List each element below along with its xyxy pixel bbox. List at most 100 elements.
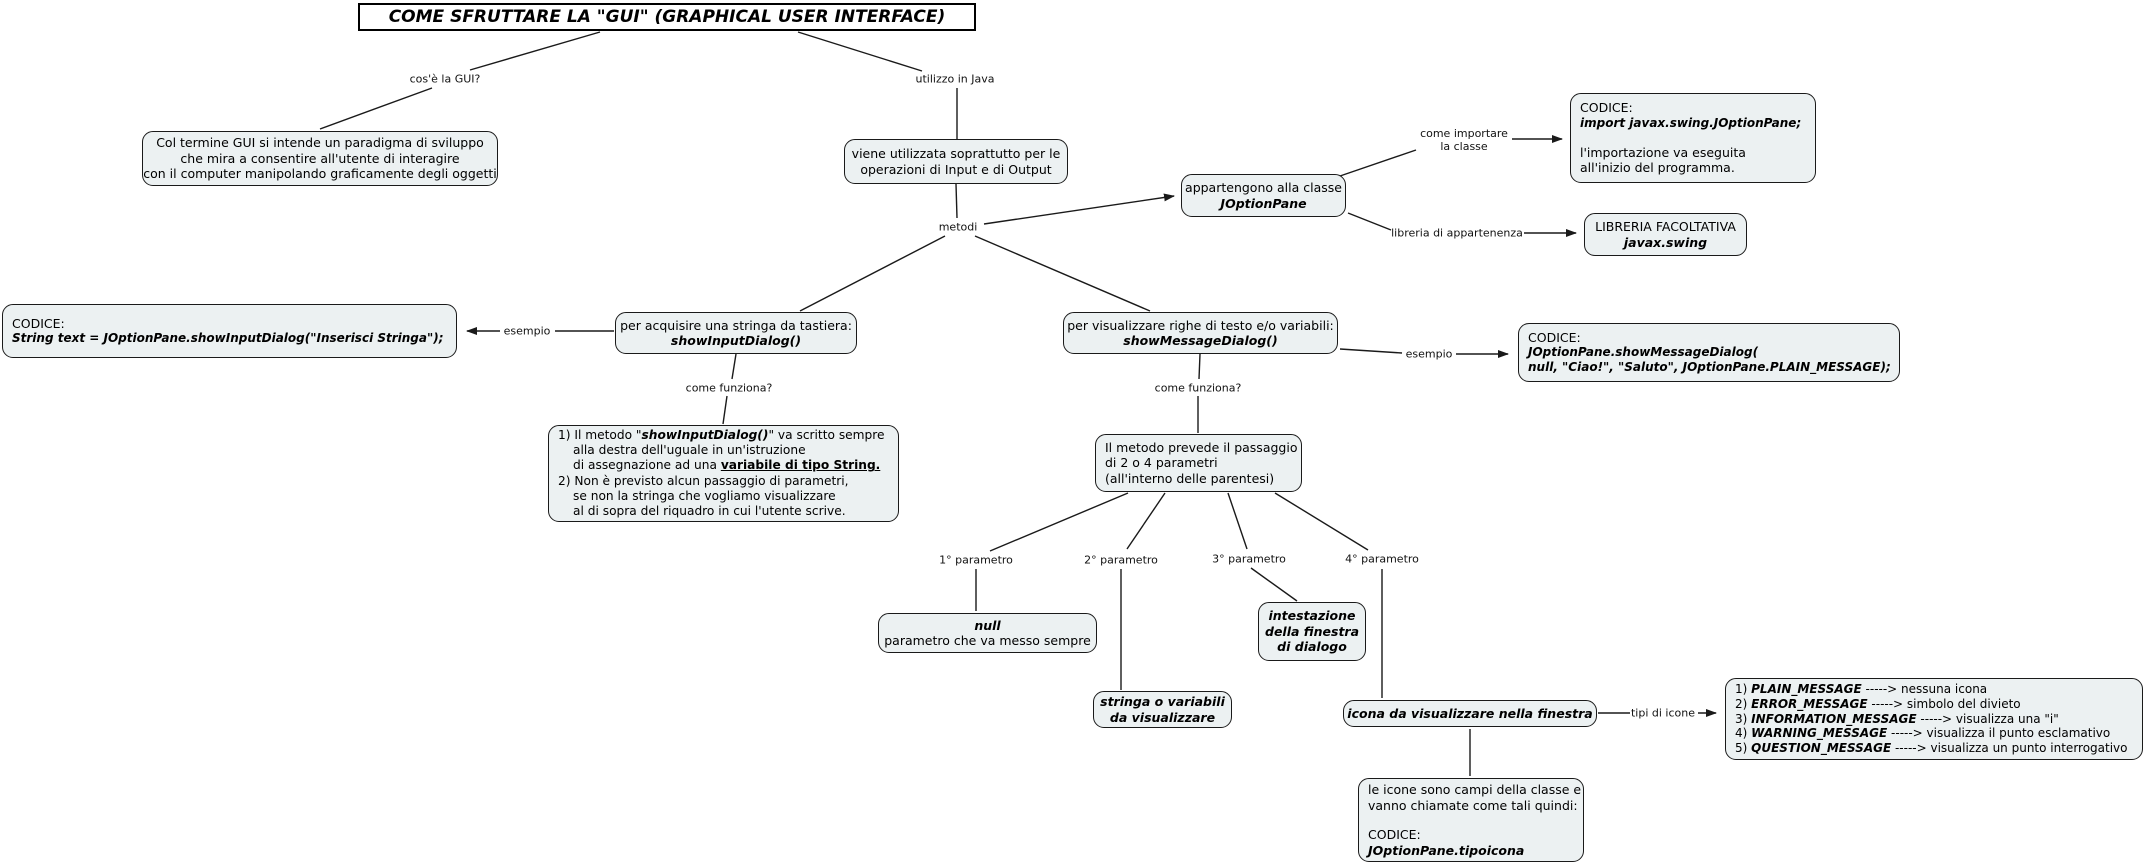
node-code-text: di dialogo <box>1277 639 1347 655</box>
link-label-tipi-di-icone[interactable]: tipi di icone <box>1630 706 1696 720</box>
node-param-string[interactable]: stringa o variabili da visualizzare <box>1093 691 1232 728</box>
node-text: Col termine GUI si intende un paradigma … <box>156 135 484 151</box>
note-line: di assegnazione ad una variabile di tipo… <box>558 458 880 473</box>
node-show-input-dialog[interactable]: per acquisire una stringa da tastiera: s… <box>615 312 857 354</box>
node-text: parametro che va messo sempre <box>884 633 1091 648</box>
node-gui-definition[interactable]: Col termine GUI si intende un paradigma … <box>142 131 498 186</box>
connector-line <box>955 183 958 219</box>
link-label-line: la classe <box>1440 140 1488 153</box>
node-text: Il metodo prevede il passaggio <box>1105 439 1298 455</box>
node-text: all'inizio del programma. <box>1580 160 1735 176</box>
connector-line <box>1250 567 1298 602</box>
link-label-line: come importare <box>1420 126 1508 140</box>
link-label-esempio-message[interactable]: esempio <box>1405 347 1453 361</box>
node-param-null[interactable]: null parametro che va messo sempre <box>878 613 1097 653</box>
connector-line <box>731 353 737 380</box>
node-text: LIBRERIA FACOLTATIVA <box>1595 219 1736 234</box>
link-label-utilizzo-in-java[interactable]: utilizzo in Java <box>915 72 995 86</box>
item-description: -----> simbolo del divieto <box>1867 696 2021 711</box>
code-line: import javax.swing.JOptionPane; <box>1580 115 1802 130</box>
node-icon-fields[interactable]: le icone sono campi della classe e vanno… <box>1358 778 1584 862</box>
icon-type-item: 3) INFORMATION_MESSAGE -----> visualizza… <box>1735 712 2059 727</box>
link-label-metodi[interactable]: metodi <box>938 220 978 234</box>
note-code: showInputDialog() <box>641 428 769 443</box>
node-show-message-dialog[interactable]: per visualizzare righe di testo e/o vari… <box>1063 312 1338 354</box>
node-code-text: stringa o variabili <box>1100 694 1225 709</box>
node-code-import[interactable]: CODICE: import javax.swing.JOptionPane; … <box>1570 93 1816 183</box>
node-code-text: intestazione <box>1268 608 1356 624</box>
icon-type-item: 2) ERROR_MESSAGE -----> simbolo del divi… <box>1735 697 2021 712</box>
connector-line <box>1274 492 1369 551</box>
node-text: che mira a consentire all'utente di inte… <box>180 150 460 166</box>
node-code-text: showMessageDialog() <box>1123 333 1278 348</box>
node-code-text: showInputDialog() <box>670 333 802 348</box>
code-line: JOptionPane.tipoicona <box>1368 842 1525 858</box>
item-number: 3) <box>1735 711 1752 726</box>
node-text: vanno chiamate come tali quindi: <box>1368 797 1578 813</box>
node-text: appartengono alla classe <box>1185 180 1342 195</box>
connector-line <box>797 31 923 72</box>
note-line: 2) Non è previsto alcun passaggio di par… <box>558 473 849 488</box>
link-label-param3[interactable]: 3° parametro <box>1212 552 1286 566</box>
node-param-icon[interactable]: icona da visualizzare nella finestra <box>1343 700 1597 727</box>
node-code-text: icona da visualizzare nella finestra <box>1347 705 1593 721</box>
icon-type-item: 4) WARNING_MESSAGE -----> visualizza il … <box>1735 726 2110 741</box>
node-code-text: da visualizzare <box>1109 709 1216 725</box>
code-line: JOptionPane.showMessageDialog( <box>1528 345 1759 360</box>
link-label-come-importare[interactable]: come importare la classe <box>1420 127 1508 153</box>
code-heading: CODICE: <box>12 315 65 331</box>
connector-line <box>1126 492 1166 550</box>
node-text: con il computer manipolando graficamente… <box>143 166 497 182</box>
code-heading: CODICE: <box>1580 100 1633 116</box>
item-constant: QUESTION_MESSAGE <box>1751 741 1892 756</box>
link-label-esempio-input[interactable]: esempio <box>503 324 551 338</box>
note-emphasis: variabile di tipo String. <box>720 458 881 473</box>
node-text: (all'interno delle parentesi) <box>1105 470 1275 486</box>
item-constant: PLAIN_MESSAGE <box>1751 681 1862 696</box>
connector-line <box>319 87 433 130</box>
node-parameters[interactable]: Il metodo prevede il passaggio di 2 o 4 … <box>1095 434 1302 492</box>
connector-line <box>974 235 1151 312</box>
node-text: per visualizzare righe di testo e/o vari… <box>1067 317 1334 333</box>
connector-line <box>989 492 1129 552</box>
icon-type-item: 1) PLAIN_MESSAGE -----> nessuna icona <box>1735 682 1987 697</box>
node-param-title[interactable]: intestazione della finestra di dialogo <box>1258 602 1366 661</box>
link-label-come-funziona-input[interactable]: come funziona? <box>685 381 773 395</box>
item-constant: INFORMATION_MESSAGE <box>1751 711 1917 726</box>
node-library[interactable]: LIBRERIA FACOLTATIVA javax.swing <box>1584 213 1747 256</box>
icon-type-item: 5) QUESTION_MESSAGE -----> visualizza un… <box>1735 741 2128 756</box>
item-number: 1) <box>1735 681 1752 696</box>
node-code-text: null <box>974 617 1001 633</box>
note-line: alla destra dell'uguale in un'istruzione <box>573 443 806 458</box>
connector-line <box>983 193 1175 225</box>
node-text: per acquisire una stringa da tastiera: <box>620 317 852 333</box>
node-input-dialog-notes[interactable]: 1) Il metodo "showInputDialog()" va scri… <box>548 425 899 522</box>
link-label-param1[interactable]: 1° parametro <box>939 553 1013 567</box>
node-code-show-input[interactable]: CODICE: String text = JOptionPane.showIn… <box>2 304 457 358</box>
note-text: 1) Il metodo " <box>558 428 642 443</box>
link-label-come-funziona-message[interactable]: come funziona? <box>1154 381 1242 395</box>
link-label-libreria[interactable]: libreria di appartenenza <box>1391 226 1523 240</box>
node-joptionpane-class[interactable]: appartengono alla classe JOptionPane <box>1181 174 1346 217</box>
connector-line <box>1347 212 1392 231</box>
connector-line <box>722 395 728 425</box>
item-constant: WARNING_MESSAGE <box>1751 726 1888 741</box>
node-code-text: JOptionPane <box>1220 195 1307 211</box>
code-line: String text = JOptionPane.showInputDialo… <box>12 331 444 346</box>
note-text: " va scritto sempre <box>768 428 885 443</box>
node-text: viene utilizzata soprattutto per le <box>851 146 1061 161</box>
item-description: -----> visualizza una "i" <box>1916 711 2059 726</box>
connector-line <box>1198 353 1201 380</box>
item-description: -----> visualizza il punto esclamativo <box>1887 726 2111 741</box>
node-code-text: della finestra <box>1265 623 1360 639</box>
link-label-param4[interactable]: 4° parametro <box>1345 552 1419 566</box>
node-usage[interactable]: viene utilizzata soprattutto per le oper… <box>844 139 1068 184</box>
node-icon-types[interactable]: 1) PLAIN_MESSAGE -----> nessuna icona 2)… <box>1725 678 2143 760</box>
node-code-show-message[interactable]: CODICE: JOptionPane.showMessageDialog( n… <box>1518 323 1900 382</box>
item-number: 2) <box>1735 696 1752 711</box>
node-text: operazioni di Input e di Output <box>860 161 1052 177</box>
link-label-param2[interactable]: 2° parametro <box>1084 553 1158 567</box>
link-label-cose-la-gui[interactable]: cos'è la GUI? <box>409 72 481 86</box>
item-number: 4) <box>1735 726 1752 741</box>
item-description: -----> visualizza un punto interrogativo <box>1891 741 2128 756</box>
